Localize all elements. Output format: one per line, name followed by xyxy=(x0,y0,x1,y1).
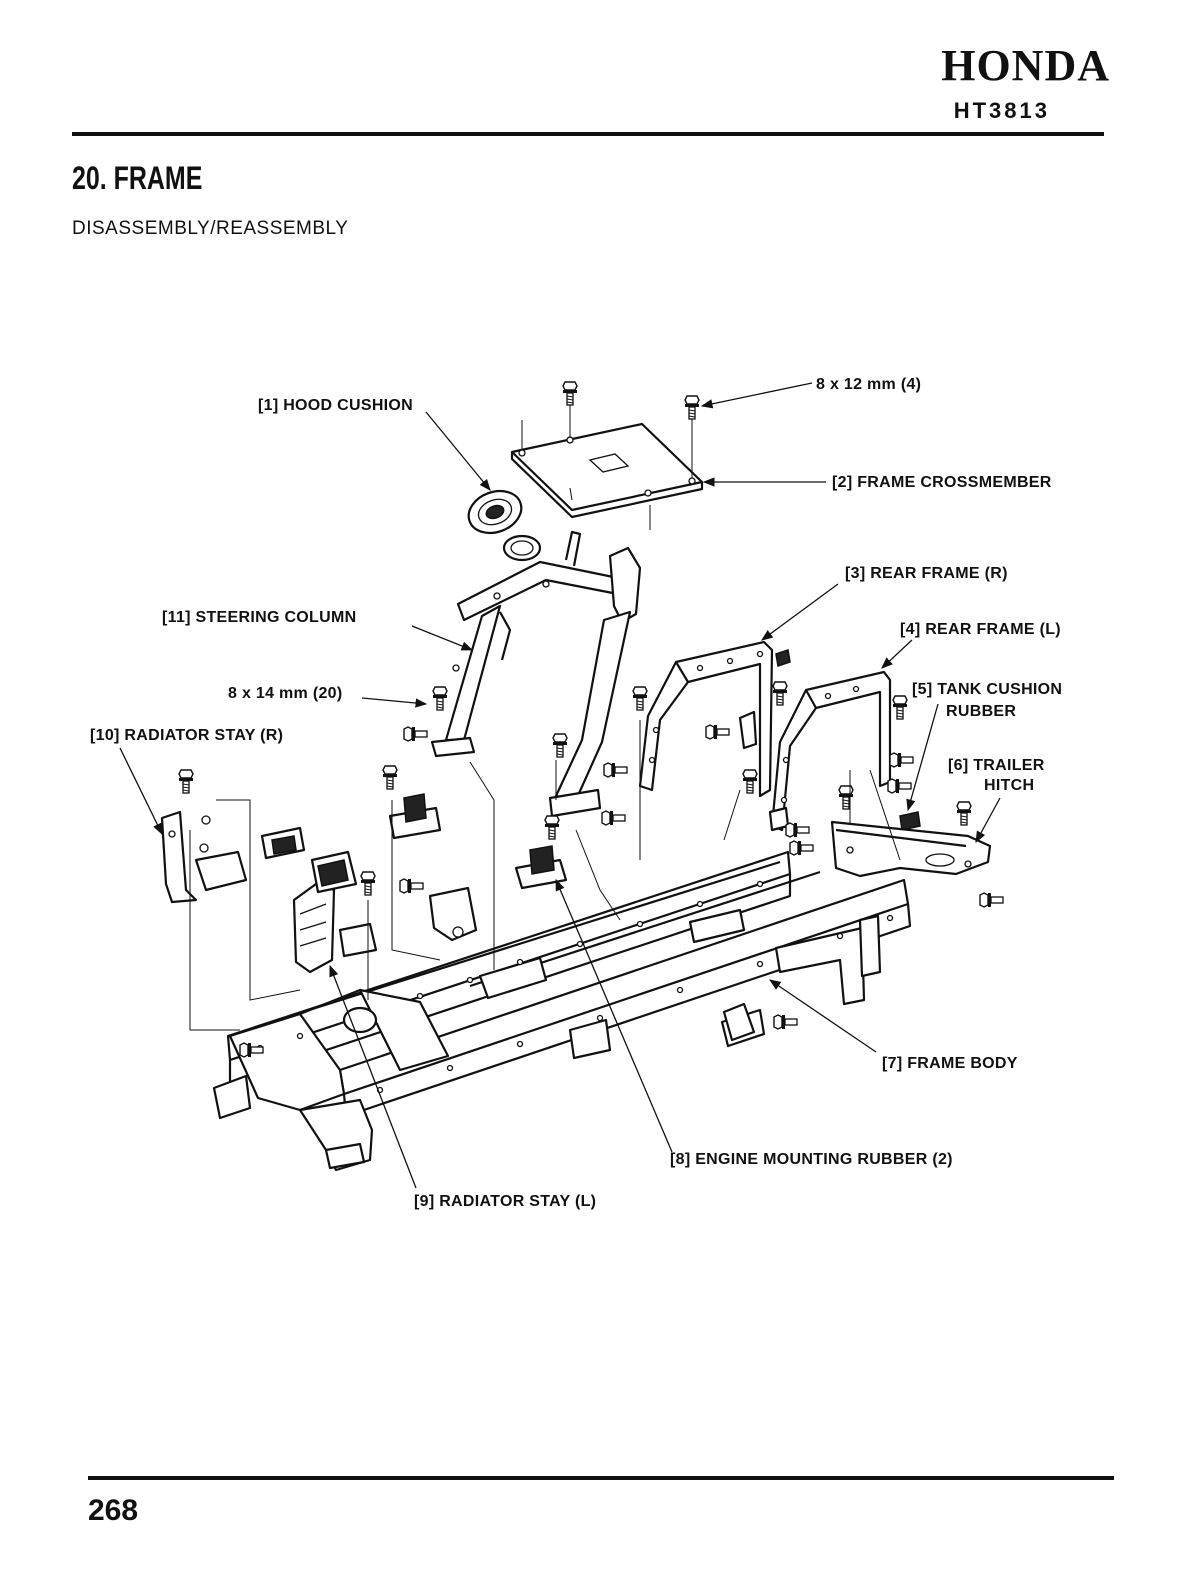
bolt-icon xyxy=(789,840,814,856)
label-radiator-stay-l: [9] RADIATOR STAY (L) xyxy=(414,1193,596,1210)
bolt-icon xyxy=(773,1014,798,1030)
bolt-icon xyxy=(432,686,448,711)
bolt-icon xyxy=(399,878,424,894)
bolt-icon xyxy=(552,733,568,758)
bolt-icon xyxy=(742,769,758,794)
bolt-icon xyxy=(772,681,788,706)
rear-frame-l-part xyxy=(768,670,892,832)
bolt-icon xyxy=(403,726,428,742)
label-hood-cushion: [1] HOOD CUSHION xyxy=(258,397,413,414)
assembly-guide-lines xyxy=(189,720,901,1031)
trailer-hitch-part xyxy=(830,820,992,878)
label-rear-frame-l: [4] REAR FRAME (L) xyxy=(900,621,1061,638)
engine-mounting-rubber-part xyxy=(388,793,568,890)
bolt-icon xyxy=(632,686,648,711)
tank-cushion-rubber-part xyxy=(775,649,921,831)
bolt-icon xyxy=(887,778,912,794)
bolt-icon xyxy=(892,695,908,720)
label-engine-mounting-rubber: [8] ENGINE MOUNTING RUBBER (2) xyxy=(670,1151,953,1168)
bolt-icon xyxy=(956,801,972,826)
rear-frame-r-part xyxy=(638,640,774,798)
center-bracket-part xyxy=(428,886,756,1042)
frame-crossmember-plate xyxy=(510,404,704,530)
brand-logo: HONDA xyxy=(941,41,1110,90)
bolt-icon xyxy=(979,892,1004,908)
leader-lines xyxy=(119,382,1001,1189)
bolt-icon xyxy=(178,769,194,794)
label-bolt-8x12: 8 x 12 mm (4) xyxy=(816,376,921,393)
hood-cushion-part xyxy=(467,489,523,535)
bolt-icon xyxy=(601,810,626,826)
bolt-icon xyxy=(705,724,730,740)
bolt-icon xyxy=(544,815,560,840)
label-steering-column: [11] STEERING COLUMN xyxy=(162,609,356,626)
bolt-icon xyxy=(889,752,914,768)
bolt-icon xyxy=(838,785,854,810)
model-number: HT3813 xyxy=(953,98,1050,123)
bolt-icon xyxy=(785,822,810,838)
header-rule xyxy=(72,132,1104,136)
label-bolt-8x14: 8 x 14 mm (20) xyxy=(228,685,342,702)
label-trailer: [6] TRAILER xyxy=(948,757,1045,774)
section-subtitle: DISASSEMBLY/REASSEMBLY xyxy=(72,218,349,239)
page-number: 268 xyxy=(88,1494,139,1527)
label-tank-cushion-rubber: RUBBER xyxy=(946,703,1016,720)
label-rear-frame-r: [3] REAR FRAME (R) xyxy=(845,565,1008,582)
label-frame-crossmember: [2] FRAME CROSSMEMBER xyxy=(832,474,1052,491)
crossmember-bolt-icon xyxy=(562,381,578,406)
section-title: 20. FRAME xyxy=(72,160,203,196)
crossmember-bolt-icon xyxy=(684,395,700,420)
label-tank-cushion: [5] TANK CUSHION xyxy=(912,681,1062,698)
radiator-stay-l-part xyxy=(292,850,378,974)
steering-column-part xyxy=(430,530,642,818)
bolt-icon xyxy=(382,765,398,790)
footer-rule xyxy=(88,1476,1114,1480)
bolt-icon xyxy=(360,871,376,896)
label-radiator-stay-r: [10] RADIATOR STAY (R) xyxy=(90,727,283,744)
radiator-stay-r-part xyxy=(160,810,306,904)
label-trailer-hitch: HITCH xyxy=(984,777,1034,794)
frame-body-part xyxy=(212,850,912,1172)
label-frame-body: [7] FRAME BODY xyxy=(882,1055,1018,1072)
bolt-icon xyxy=(603,762,628,778)
